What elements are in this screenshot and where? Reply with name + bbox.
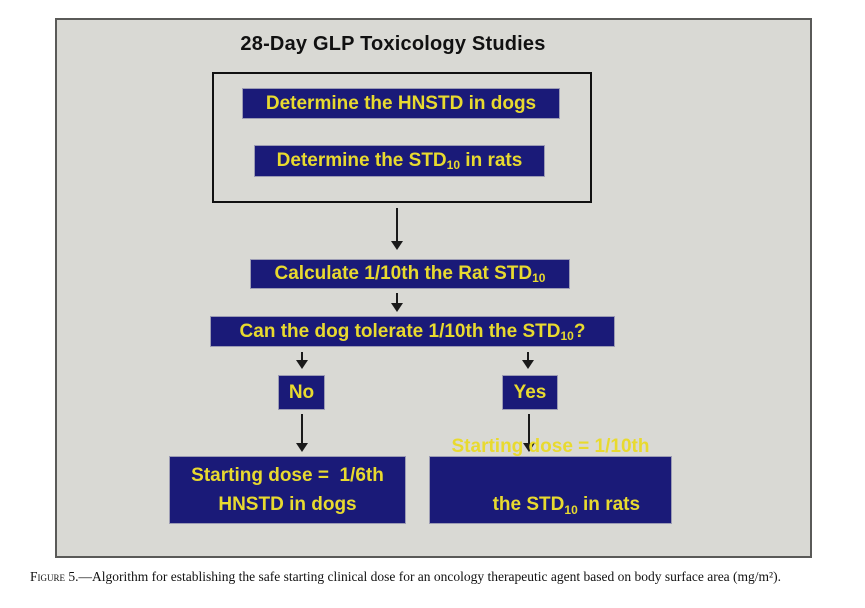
arrow-stem (300, 352, 304, 360)
node-label: Yes (513, 381, 547, 403)
node-label: Determine the HNSTD in dogs (265, 92, 537, 114)
node-line: Starting dose = 1/10th (451, 436, 650, 457)
node-line: Starting dose = 1/6th (191, 465, 384, 486)
node-starting-dose-std10: Starting dose = 1/10th the STD10 in rats (429, 436, 672, 524)
figure-caption-text: —Algorithm for establishing the safe sta… (78, 569, 781, 584)
node-label: in rats (460, 150, 523, 171)
subscript: 10 (560, 328, 574, 343)
down-arrow (295, 414, 309, 452)
arrow-stem (526, 352, 530, 360)
node-yes: Yes (502, 375, 558, 410)
node-determine-hnstd: Determine the HNSTD in dogs (242, 88, 560, 119)
down-arrow (295, 352, 309, 369)
arrow-head-icon (391, 303, 403, 312)
node-label: No (288, 381, 315, 403)
node-label: Can the dog tolerate 1/10th the STD (239, 320, 561, 342)
node-label: in rats (577, 494, 641, 515)
arrow-head-icon (296, 443, 308, 452)
subscript: 10 (446, 158, 461, 172)
arrow-stem (395, 293, 399, 303)
node-label: Determine the STD (276, 150, 447, 171)
arrow-head-icon (296, 360, 308, 369)
node-label: the STD (492, 494, 565, 515)
down-arrow (522, 414, 536, 452)
arrow-stem (527, 414, 531, 443)
arrow-head-icon (522, 360, 534, 369)
diagram-title: 28-Day GLP Toxicology Studies (240, 33, 546, 55)
arrow-stem (395, 208, 399, 241)
arrow-head-icon (523, 443, 535, 452)
down-arrow (390, 293, 404, 312)
glp-studies-group-box: Determine the HNSTD in dogs Determine th… (212, 72, 592, 203)
node-label: ? (573, 320, 586, 342)
node-line: the STD10 in rats (461, 461, 640, 548)
node-label: Calculate 1/10th the Rat STD (274, 263, 533, 284)
down-arrow (390, 208, 404, 250)
subscript: 10 (532, 271, 546, 285)
arrow-head-icon (391, 241, 403, 250)
node-starting-dose-hnstd: Starting dose = 1/6th HNSTD in dogs (169, 456, 406, 524)
node-no: No (278, 375, 325, 410)
figure-caption-label: Figure 5. (30, 569, 79, 584)
figure-caption: Figure 5.—Algorithm for establishing the… (30, 568, 842, 586)
flowchart-panel: 28-Day GLP Toxicology Studies Determine … (55, 18, 812, 558)
subscript: 10 (564, 503, 578, 517)
arrow-stem (300, 414, 304, 443)
down-arrow (521, 352, 535, 369)
node-line: HNSTD in dogs (218, 494, 357, 515)
